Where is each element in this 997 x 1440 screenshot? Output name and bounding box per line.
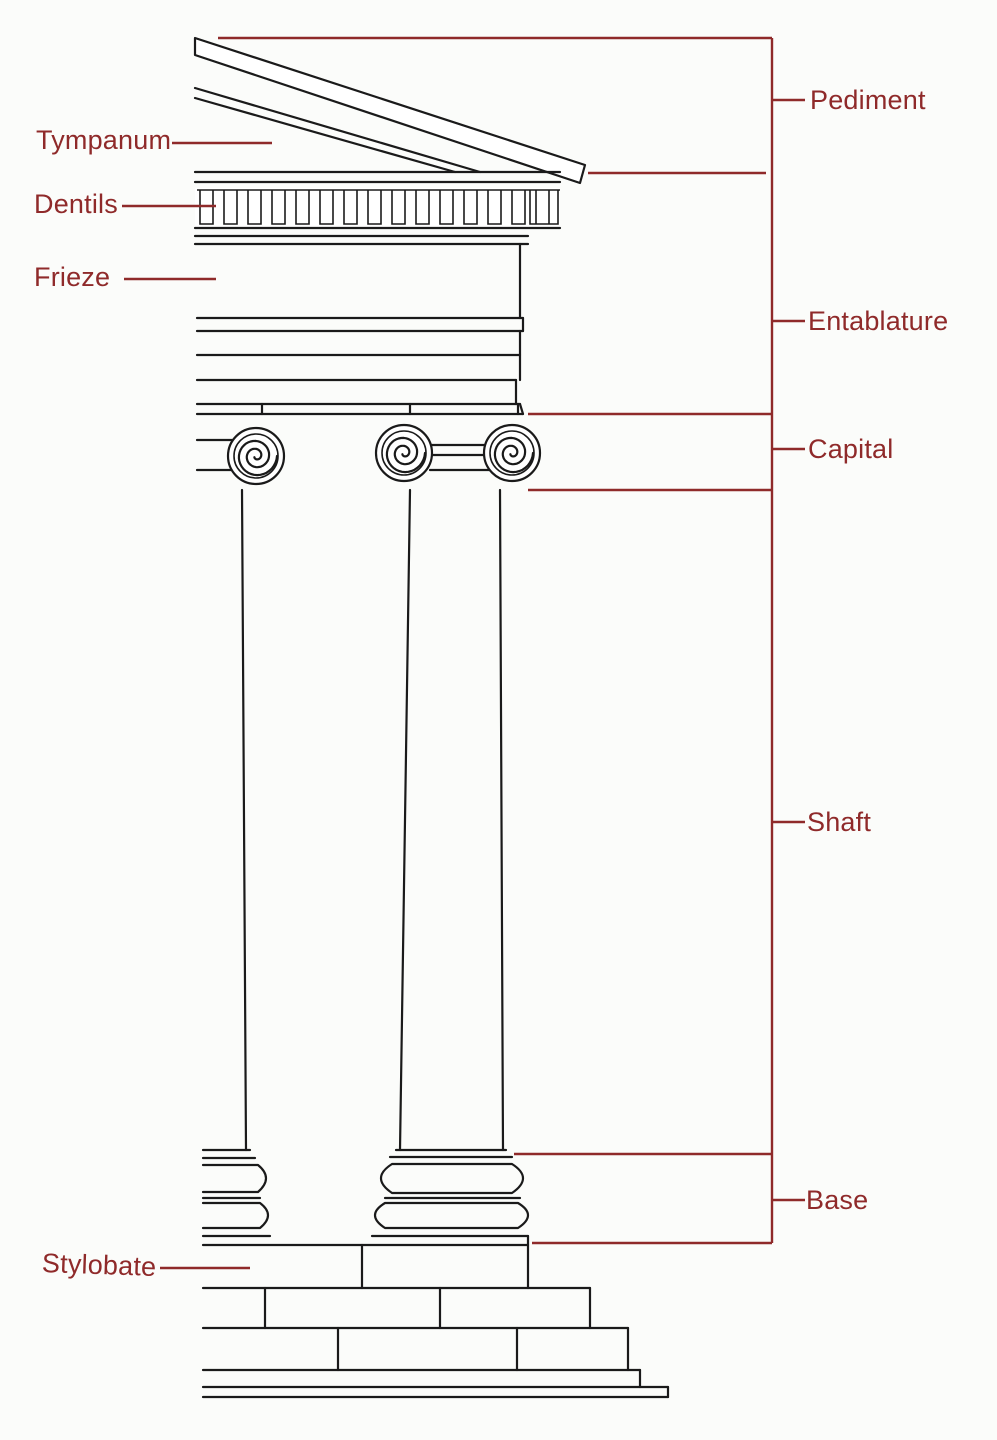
volute-spiral-1 — [237, 439, 279, 477]
label-entablature: Entablature — [808, 306, 949, 336]
label-frieze: Frieze — [34, 262, 111, 292]
label-pediment: Pediment — [810, 85, 926, 115]
label-shaft: Shaft — [807, 807, 872, 837]
pediment-drawing — [193, 36, 587, 185]
label-capital: Capital — [808, 434, 894, 464]
leader-lines — [122, 36, 805, 1270]
dentils-drawing — [193, 188, 562, 246]
label-dentils: Dentils — [34, 189, 118, 219]
label-tympanum: Tympanum — [36, 125, 172, 155]
label-stylobate: Stylobate — [41, 1248, 157, 1282]
stylobate-drawing — [201, 1234, 670, 1399]
frieze-drawing — [195, 242, 525, 416]
bases-drawing — [201, 1148, 530, 1238]
label-base: Base — [806, 1185, 869, 1215]
capitals-drawing — [195, 402, 542, 486]
volute-spiral-2 — [385, 436, 427, 474]
volute-spiral-3 — [493, 436, 535, 474]
shafts-drawing — [240, 488, 505, 1152]
